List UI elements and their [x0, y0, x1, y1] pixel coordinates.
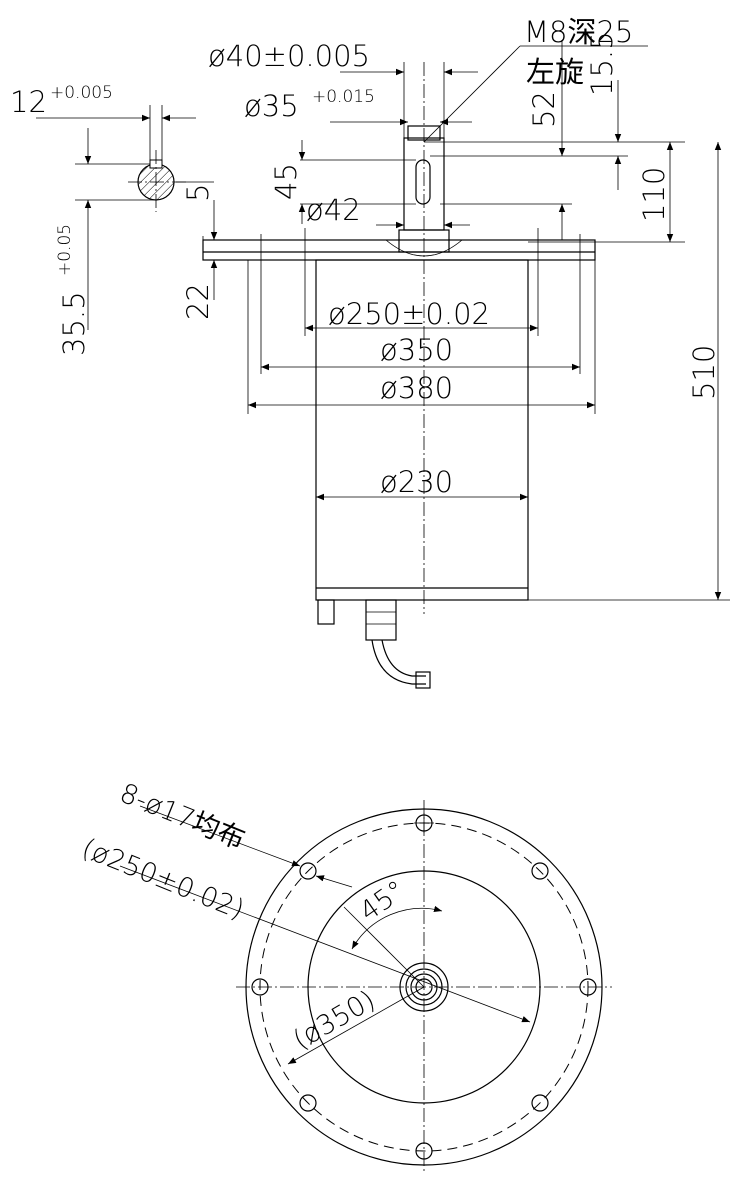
shaft-dia2-tol: +0.015 [312, 87, 375, 107]
pilot-dia-label: ø250±0.02 [328, 297, 490, 331]
small-connector [317, 599, 335, 625]
cable-gland [365, 599, 397, 641]
key-width-tol: +0.005 [50, 83, 113, 103]
flange-dia-label: ø380 [380, 371, 453, 405]
dim-110-label: 110 [637, 167, 671, 222]
flange-thk-label: 22 [181, 283, 215, 320]
keyway [415, 159, 431, 205]
bolt-hole [531, 862, 549, 880]
bolt-hole [251, 978, 269, 996]
dim-15-5-label: 15.5 [585, 31, 619, 96]
bolt-hole [579, 978, 597, 996]
bolt-hole [299, 862, 317, 880]
thread-dir-label: 左旋 [526, 55, 584, 89]
hub-dia-label: ø42 [306, 193, 361, 227]
bolt-hole [299, 1094, 317, 1112]
dim-52-label: 52 [527, 91, 561, 128]
motor-body [315, 259, 529, 601]
end-view [119, 800, 612, 1172]
cable [371, 639, 426, 685]
key-width-label: 12 [10, 85, 47, 119]
shaft-tip [407, 125, 441, 141]
key-depth-label: 35.5 [57, 291, 91, 356]
body-dia-label: ø230 [380, 465, 453, 499]
shaft-dia2-label: ø35 [244, 89, 299, 123]
thread-label: M8深25 [524, 15, 633, 49]
key-offset-label: 5 [181, 184, 215, 202]
angle-label: 45° [354, 875, 411, 928]
bolt-hole [531, 1094, 549, 1112]
cable-end [415, 671, 431, 689]
end-bolt-circle-label: (ø350) [288, 985, 381, 1056]
holes-label: 8-ø17均布 [115, 778, 249, 856]
dim-45-label: 45 [269, 163, 303, 200]
bolt-hole [415, 1142, 433, 1160]
total-length-label: 510 [687, 345, 721, 400]
shaft [403, 137, 445, 231]
key-depth-tol: +0.05 [55, 224, 75, 276]
shaft-dia-label: ø40±0.005 [208, 39, 370, 73]
side-dimensions [202, 40, 730, 601]
bolt-circle-label: ø350 [380, 333, 453, 367]
keyway-section [36, 105, 214, 330]
